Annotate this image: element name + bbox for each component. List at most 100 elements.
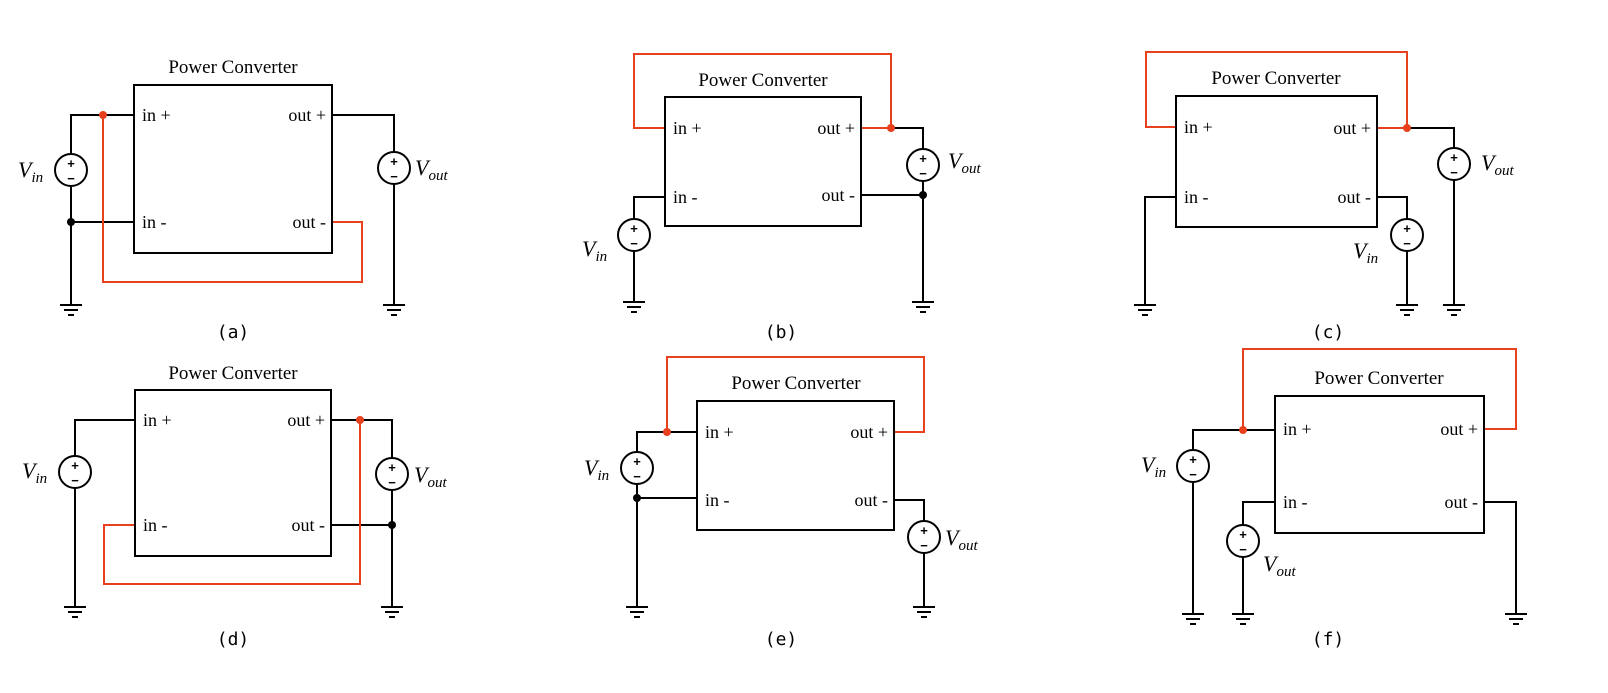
out-minus-wire	[1484, 501, 1517, 614]
minus-sign: −	[1403, 236, 1411, 251]
panel-caption: (f)	[1312, 629, 1345, 650]
vin-label: Vin	[582, 236, 607, 265]
converter-outline	[134, 389, 332, 557]
converter-outline	[664, 96, 862, 227]
port-in-minus: in -	[143, 515, 168, 535]
vin-label-main: V	[1141, 452, 1157, 477]
vout-label: Vout	[1481, 150, 1514, 179]
black-node	[633, 494, 641, 502]
vout-label-main: V	[1263, 551, 1279, 576]
black-node	[388, 521, 396, 529]
plus-sign: +	[71, 458, 79, 473]
minus-sign: −	[388, 475, 396, 490]
vout-label-main: V	[414, 462, 430, 487]
vout-source: +−Vout	[375, 457, 447, 491]
vout-plus-wire	[332, 114, 395, 152]
vin-label: Vin	[1141, 452, 1166, 481]
ground-symbol	[913, 606, 935, 618]
minus-sign: −	[630, 236, 638, 251]
converter-title: Power Converter	[1314, 368, 1444, 389]
vout-source: +−Vout	[377, 151, 448, 185]
converter-outline	[1175, 95, 1378, 228]
ground-symbol	[1396, 304, 1418, 316]
in-minus-wire	[1144, 196, 1176, 305]
vin-label-main: V	[582, 236, 598, 261]
minus-sign: −	[1189, 467, 1197, 482]
black-node	[67, 218, 75, 226]
red-node	[887, 124, 895, 132]
vin-label-main: V	[18, 157, 34, 182]
port-out-plus: out +	[1440, 419, 1478, 439]
red-node	[1239, 426, 1247, 434]
vin-plus-wire	[74, 419, 135, 456]
red-node	[1403, 124, 1411, 132]
converter-outline	[696, 400, 895, 531]
plus-sign: +	[67, 156, 75, 171]
port-in-plus: in +	[705, 422, 734, 442]
plus-sign: +	[630, 221, 638, 236]
vin-label-sub: in	[597, 468, 609, 484]
converter-title: Power Converter	[698, 70, 828, 91]
vin-label-main: V	[584, 455, 600, 480]
vout-plus-wire	[331, 419, 393, 458]
plus-sign: +	[920, 523, 928, 538]
voltage-source-circle	[620, 451, 654, 485]
vin-source: +−Vin	[1141, 449, 1210, 483]
vout-label-sub: out	[961, 161, 981, 177]
port-in-minus: in -	[142, 212, 167, 232]
minus-sign: −	[1239, 542, 1247, 557]
panel-caption: (d)	[217, 629, 250, 650]
vout-label: Vout	[948, 148, 981, 177]
vout-label-main: V	[1481, 150, 1497, 175]
ground-symbol	[381, 606, 403, 618]
voltage-source-circle	[1226, 524, 1260, 558]
vin-label-sub: in	[595, 249, 607, 265]
vout-plus-wire	[1242, 501, 1275, 525]
ground-symbol	[912, 301, 934, 313]
port-out-minus: out -	[822, 185, 856, 205]
ground-symbol	[1232, 613, 1254, 625]
vout-label: Vout	[414, 462, 447, 491]
vin-plus-wire	[1377, 196, 1408, 219]
port-in-plus: in +	[1184, 117, 1213, 137]
vin-label: Vin	[584, 455, 609, 484]
port-out-plus: out +	[850, 422, 888, 442]
vout-label-sub: out	[958, 538, 978, 554]
vout-label-sub: out	[1494, 163, 1514, 179]
vin-label-sub: in	[1366, 251, 1378, 267]
vin-label: Vin	[18, 157, 43, 186]
port-in-minus: in -	[705, 490, 730, 510]
vout-label: Vout	[1263, 551, 1296, 580]
bypass-path	[103, 420, 361, 585]
vin-source: +−Vin	[1353, 218, 1424, 267]
port-out-minus: out -	[1338, 187, 1372, 207]
vout-plus-wire	[894, 499, 925, 521]
vout-source: +−Vout	[1226, 524, 1296, 580]
bypass-path	[102, 115, 363, 283]
vout-source: +−Vout	[906, 148, 981, 182]
port-out-plus: out +	[288, 105, 326, 125]
vin-source: +−Vin	[584, 451, 654, 485]
vin-label: Vin	[22, 458, 47, 487]
port-out-minus: out -	[293, 212, 327, 232]
minus-sign: −	[919, 166, 927, 181]
converter-title: Power Converter	[1211, 68, 1341, 89]
vin-label-sub: in	[35, 471, 47, 487]
voltage-source-circle	[1176, 449, 1210, 483]
vin-plus-wire	[633, 196, 665, 219]
vout-label: Vout	[945, 525, 978, 554]
plus-sign: +	[1403, 221, 1411, 236]
black-node	[919, 191, 927, 199]
minus-sign: −	[920, 538, 928, 553]
ground-symbol	[64, 606, 86, 618]
plus-sign: +	[390, 154, 398, 169]
panel-caption: (b)	[765, 322, 798, 343]
